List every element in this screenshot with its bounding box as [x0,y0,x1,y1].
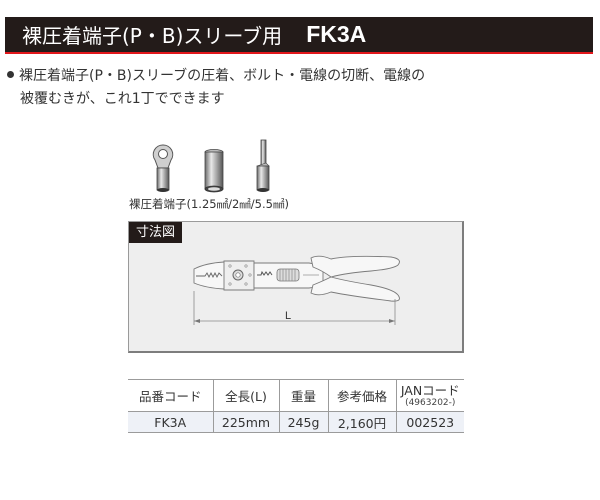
dimension-label: 寸法図 [129,222,182,243]
header-jan-code: JANコード (4963202-) [395,379,464,412]
spec-table-header: 品番コード 全長(L) 重量 参考価格 JANコード (4963202-) [128,379,464,412]
description-line-2: 被覆むきが、これ1丁でできます [20,91,225,107]
terminal-illustrations [128,138,328,198]
dimension-diagram: 寸法図 [128,221,464,353]
terminal-caption: 裸圧着端子(1.25㎟/2㎟/5.5㎟) [129,197,289,211]
cell-jan-code: 002523 [395,411,464,433]
cell-total-length: 225mm [212,411,279,433]
product-description: 裸圧着端子(P・B)スリーブの圧着、ボルト・電線の切断、電線の 被覆むきが、これ… [7,65,567,111]
product-header: 裸圧着端子(P・B)スリーブ用 FK3A [5,17,593,54]
product-title: 裸圧着端子(P・B)スリーブ用 [22,24,283,48]
product-model: FK3A [306,21,367,47]
table-row: FK3A 225mm 245g 2,160円 002523 [128,411,464,433]
pin-terminal-icon [256,139,270,192]
bullet-icon [7,71,14,78]
description-line-1: 裸圧着端子(P・B)スリーブの圧着、ボルト・電線の切断、電線の [7,65,567,88]
cell-product-code: FK3A [128,411,213,433]
spec-table: 品番コード 全長(L) 重量 参考価格 JANコード (4963202-) FK… [128,379,464,433]
jan-prefix: (4963202-) [405,397,456,408]
header-product-code: 品番コード [128,379,213,412]
cell-reference-price: 2,160円 [327,411,396,433]
pliers-drawing-icon [193,255,400,325]
ring-terminal-icon [152,144,174,192]
header-total-length: 全長(L) [212,379,279,412]
cell-weight: 245g [278,411,328,433]
header-reference-price: 参考価格 [327,379,396,412]
dimension-letter: L [285,310,292,322]
header-weight: 重量 [278,379,328,412]
sleeve-icon [204,149,224,193]
